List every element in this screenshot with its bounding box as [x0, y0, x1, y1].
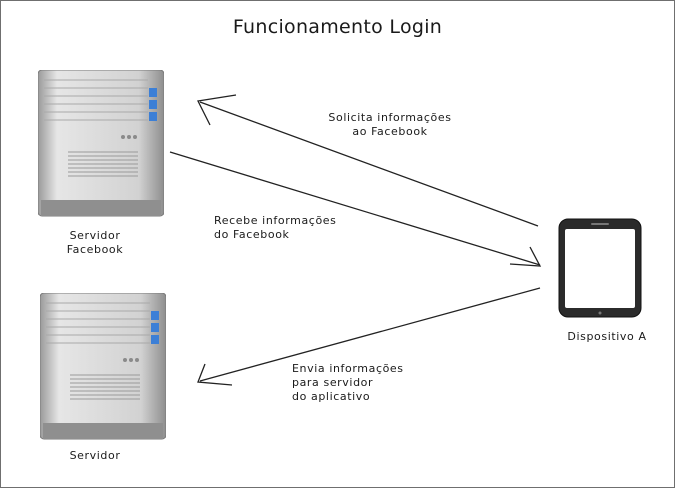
edge-receive-label-line1: Recebe informações: [214, 214, 337, 227]
server-facebook-label: Servidor Facebook: [55, 229, 135, 257]
edge-receive-label: Recebe informações do Facebook: [214, 214, 336, 242]
edge-request-line: [199, 101, 539, 227]
mobile-phone-icon: [558, 218, 642, 318]
server-app-icon: [40, 293, 166, 440]
edge-receive-line: [169, 151, 541, 266]
edge-receive-label-line2: do Facebook: [214, 228, 290, 241]
edge-receive-arrowhead: [509, 246, 542, 267]
edge-request-label: Solicita informações ao Facebook: [310, 111, 470, 139]
edge-send-label: Envia informações para servidor do aplic…: [292, 362, 404, 404]
edge-send-arrowhead: [197, 363, 233, 386]
server-facebook-icon: [38, 70, 164, 217]
device-label: Dispositivo A: [567, 330, 647, 343]
edge-send-line: [199, 287, 541, 382]
edge-send-label-line2: para servidor: [292, 376, 374, 389]
diagram-title: Funcionamento Login: [232, 16, 443, 38]
server-app-label: Servidor: [69, 449, 121, 462]
edge-request-label-line2: ao Facebook: [352, 125, 428, 138]
server-facebook-label-line1: Servidor: [69, 229, 121, 242]
edge-request-arrowhead: [197, 94, 237, 126]
edge-send-label-line1: Envia informações: [292, 362, 404, 375]
edge-send-label-line3: do aplicativo: [292, 390, 371, 403]
edge-request-label-line1: Solicita informações: [328, 111, 452, 124]
server-facebook-label-line2: Facebook: [66, 243, 124, 256]
